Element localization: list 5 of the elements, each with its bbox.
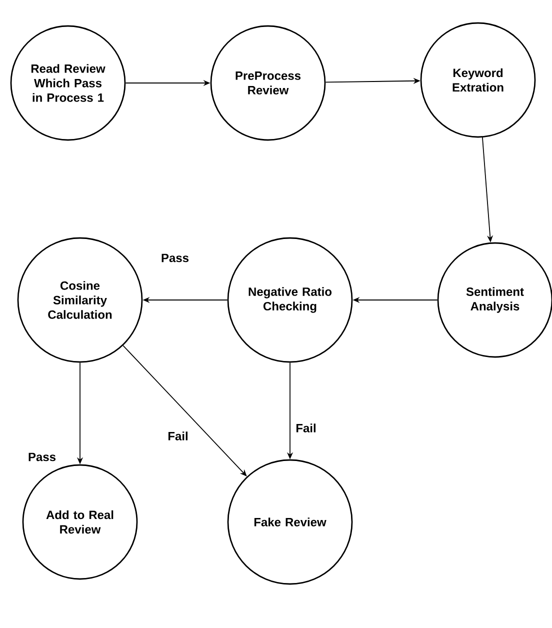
arrow [122, 345, 247, 476]
edge-label: Pass [160, 252, 190, 264]
edge-label: Fail [294, 422, 318, 434]
edge-label: Pass [26, 452, 58, 462]
edge-label: Fail [166, 430, 190, 442]
